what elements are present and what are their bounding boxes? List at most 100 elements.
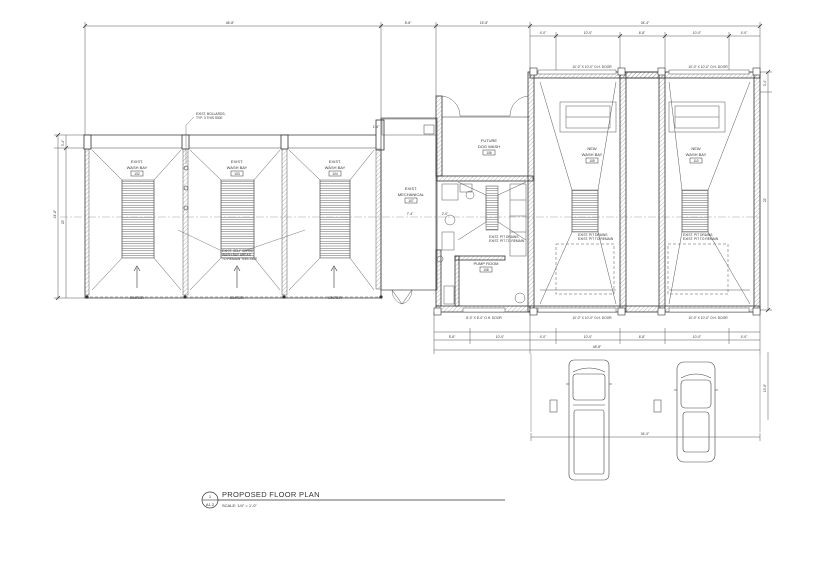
svg-text:48'-8": 48'-8": [226, 21, 235, 25]
svg-text:EXIST. PIT DRAINS: EXIST. PIT DRAINS: [578, 233, 608, 237]
new-wash-bay-1: [539, 81, 617, 305]
room-label-wash-bay-3: EXIST. WASH BAY 104: [325, 159, 346, 177]
existing-building-walls: [60, 119, 760, 299]
door-label-pump: 8'-0" X 8'-0" O.H. DOOR: [466, 316, 502, 320]
svg-text:34'-0": 34'-0": [641, 432, 650, 436]
room-label-new-bay-2: NEW WASH BAY 110: [686, 146, 707, 164]
room-label-mechanical: EXIST. MECHANICAL 107: [398, 186, 425, 204]
svg-text:EXIST. SELF SERVE: EXIST. SELF SERVE: [222, 249, 254, 253]
svg-text:10'-0": 10'-0": [584, 335, 593, 339]
svg-text:EXIST. PIT DRAINS: EXIST. PIT DRAINS: [683, 233, 713, 237]
svg-text:6'-8": 6'-8": [639, 335, 646, 339]
mechanical-room: [380, 117, 444, 305]
note-drain-b: EXIST. PIT DRAINS EXIST. PIT TO REMAIN: [578, 233, 614, 241]
column-markers: [433, 67, 761, 316]
drawing-scale: SCALE: 1/4" = 1'-0": [222, 503, 257, 508]
svg-text:EXIST. BOLLARDS,: EXIST. BOLLARDS,: [196, 112, 226, 116]
svg-text:7'-4": 7'-4": [407, 212, 414, 216]
door-label-bottom-1: 10'-0" X 10'-0" O.H. DOOR: [572, 316, 612, 320]
svg-text:103: 103: [234, 172, 240, 176]
svg-text:108: 108: [483, 268, 489, 272]
svg-text:EXIST.: EXIST.: [329, 159, 341, 164]
svg-text:106: 106: [486, 151, 492, 155]
svg-text:EXIST.: EXIST.: [405, 186, 417, 191]
svg-text:NEW: NEW: [587, 146, 597, 151]
svg-text:3'-4": 3'-4": [61, 139, 65, 146]
dimension-text: 48'-8" 8'-8" 15'-8" 34'-4" 4'-0" 10'-0" …: [53, 21, 767, 436]
svg-text:PUMP ROOM: PUMP ROOM: [473, 261, 498, 266]
enter-label-1: ENTER: [130, 295, 144, 300]
svg-text:5'-8": 5'-8": [449, 335, 456, 339]
enter-label-2: ENTER: [230, 295, 244, 300]
wash-bay-1: [91, 149, 182, 291]
svg-text:24'-8": 24'-8": [53, 209, 57, 218]
svg-text:10'-0": 10'-0": [584, 31, 593, 35]
svg-text:WASH BAY: WASH BAY: [127, 165, 148, 170]
sheet-number: 1: [209, 494, 212, 499]
svg-text:TO REMAIN THIS SIDE: TO REMAIN THIS SIDE: [222, 257, 258, 261]
enter-label-3: ENTER: [328, 295, 342, 300]
note-drain-c: EXIST. PIT DRAINS EXIST. PIT TO REMAIN: [683, 233, 719, 241]
svg-text:6'-8": 6'-8": [639, 31, 646, 35]
new-construction-walls: [435, 69, 761, 313]
svg-text:EXIST. PIT TO REMAIN: EXIST. PIT TO REMAIN: [489, 239, 525, 243]
note-drain-a: EXIST. PIT DRAINS EXIST. PIT TO REMAIN: [489, 235, 525, 243]
svg-text:WASH BAY: WASH BAY: [686, 152, 707, 157]
svg-text:EXIST. PIT TO REMAIN: EXIST. PIT TO REMAIN: [578, 237, 614, 241]
svg-text:4'-0": 4'-0": [540, 31, 547, 35]
svg-text:FUTURE: FUTURE: [481, 138, 498, 143]
room-label-new-bay-1: NEW WASH BAY 109: [582, 146, 603, 164]
svg-text:10'-0": 10'-0": [693, 31, 702, 35]
room-label-wash-bay-2: EXIST. WASH BAY 103: [227, 159, 248, 177]
svg-text:4'-0": 4'-0": [741, 335, 748, 339]
svg-text:WASH BAY: WASH BAY: [227, 165, 248, 170]
svg-text:4'-0": 4'-0": [741, 31, 748, 35]
new-wash-bay-2: [667, 81, 751, 305]
door-label-bottom-2: 10'-0" X 10'-0" O.H. DOOR: [688, 316, 728, 320]
svg-text:3'-4": 3'-4": [763, 79, 767, 86]
car-icon: [674, 361, 718, 463]
drawing-title: PROPOSED FLOOR PLAN: [222, 490, 320, 499]
sheet-reference: A1.2: [206, 502, 215, 507]
room-label-wash-bay-1: EXIST. WASH BAY 102: [127, 159, 148, 177]
svg-text:MECHANICAL: MECHANICAL: [398, 192, 425, 197]
svg-text:EXIST.: EXIST.: [131, 159, 143, 164]
svg-text:34'-4": 34'-4": [641, 21, 650, 25]
svg-text:4'-0": 4'-0": [540, 335, 547, 339]
svg-text:104: 104: [332, 172, 338, 176]
svg-text:22': 22': [61, 219, 65, 224]
pump-room: [441, 181, 527, 305]
wash-bay-2: [189, 149, 281, 291]
room-label-dog-wash: FUTURE DOG WASH 106: [478, 138, 500, 156]
svg-text:22': 22': [763, 197, 767, 202]
svg-text:EXIST. PIT DRAINS: EXIST. PIT DRAINS: [489, 235, 519, 239]
svg-text:102: 102: [134, 172, 140, 176]
svg-text:EXIST. PIT TO REMAIN: EXIST. PIT TO REMAIN: [683, 237, 719, 241]
svg-text:10'-0": 10'-0": [693, 335, 702, 339]
room-label-pump-room: PUMP ROOM 108: [473, 261, 499, 273]
svg-text:EXIST.: EXIST.: [231, 159, 243, 164]
svg-text:TYP. 3 THIS SIDE: TYP. 3 THIS SIDE: [196, 116, 223, 120]
note-self-serve: EXIST. SELF SERVE WASH BAY AREAS TO REMA…: [177, 229, 306, 261]
svg-text:10'-0": 10'-0": [496, 335, 505, 339]
svg-text:8'-8": 8'-8": [405, 21, 412, 25]
svg-text:109: 109: [589, 159, 595, 163]
svg-text:107: 107: [408, 199, 414, 203]
drawing-title-block: 1 A1.2 PROPOSED FLOOR PLAN SCALE: 1/4" =…: [201, 490, 505, 509]
svg-text:48'-8": 48'-8": [593, 345, 602, 349]
svg-text:110: 110: [693, 159, 698, 163]
svg-text:NEW: NEW: [691, 146, 701, 151]
door-label-top-1: 10'-0" X 10'-0" O.H. DOOR: [572, 65, 612, 69]
pickup-truck-icon: [566, 359, 612, 481]
svg-text:15'-8": 15'-8": [480, 21, 489, 25]
dimension-lines: [54, 22, 772, 441]
note-bollards: EXIST. BOLLARDS, TYP. 3 THIS SIDE: [185, 112, 226, 164]
svg-text:DOG WASH: DOG WASH: [478, 144, 500, 149]
wash-bay-3: [288, 149, 375, 291]
parking-area: [530, 354, 761, 432]
svg-text:WASH BAY: WASH BAY: [325, 165, 346, 170]
door-label-top-2: 10'-0" X 10'-0" O.H. DOOR: [688, 65, 728, 69]
svg-text:1'-4": 1'-4": [373, 125, 380, 129]
svg-text:2'-0": 2'-0": [442, 212, 449, 216]
